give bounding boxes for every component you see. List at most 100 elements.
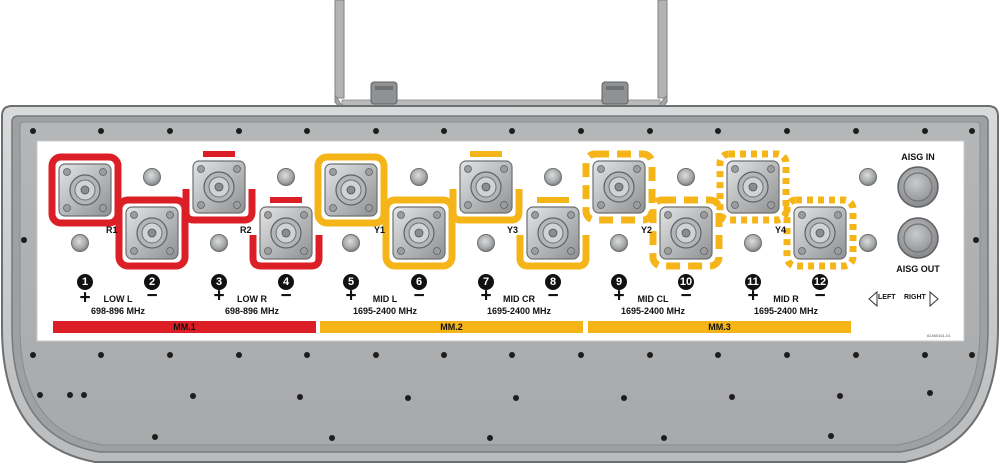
- rim-screw-top-11: [715, 128, 721, 134]
- aisg-out-port[interactable]: [897, 217, 939, 259]
- aisg-in-port[interactable]: [897, 166, 939, 208]
- group-freq-mid-r: 1695-2400 MHz: [753, 306, 819, 316]
- group-name-low-r: LOW R: [237, 294, 267, 304]
- connector-layer: [48, 150, 857, 270]
- port-number-11: 11: [745, 274, 761, 290]
- rf-connector-1[interactable]: [48, 153, 122, 227]
- rf-connector-6[interactable]: [382, 196, 456, 270]
- rf-connector-4[interactable]: [249, 197, 323, 270]
- group-name-mid-l: MID L: [372, 294, 398, 304]
- rim-screw-bottom-8: [509, 352, 515, 358]
- rf-connector-7[interactable]: [449, 151, 523, 224]
- group-name-mid-cr: MID CR: [503, 294, 535, 304]
- port-number-1: 1: [77, 274, 93, 290]
- port-number-2: 2: [144, 274, 160, 290]
- rim-screw-top-13: [853, 128, 859, 134]
- rim-screw-lower-1: [81, 392, 87, 398]
- port-number-9: 9: [611, 274, 627, 290]
- rf-connector-12[interactable]: [783, 196, 857, 270]
- rim-screw-top-10: [647, 128, 653, 134]
- rf-connector-8[interactable]: [516, 197, 590, 270]
- port-number-6: 6: [411, 274, 427, 290]
- group-freq-mid-l: 1695-2400 MHz: [352, 306, 418, 316]
- rim-screw-lower-5: [513, 395, 519, 401]
- polarity-2: −: [146, 285, 158, 307]
- polarity-10: −: [680, 285, 692, 307]
- rim-screw-top-1: [30, 128, 36, 134]
- rim-screw-bottom-11: [715, 352, 721, 358]
- rim-screw-top-4: [236, 128, 242, 134]
- port-number-8: 8: [545, 274, 561, 290]
- rf-connector-9[interactable]: [582, 150, 656, 224]
- connector-label-y3: Y3: [507, 225, 519, 235]
- rim-screw-bottom-4: [236, 352, 242, 358]
- band-bar-mm2: MM.2: [320, 321, 583, 333]
- panel-screw-10: [610, 234, 628, 252]
- connector-label-r2: R2: [240, 225, 252, 235]
- panel-screw-13: [859, 234, 877, 252]
- rim-screw-lower-2: [190, 393, 196, 399]
- rf-connector-10[interactable]: [649, 196, 723, 270]
- rim-screw-lower-9: [927, 390, 933, 396]
- polarity-7: +: [480, 285, 492, 307]
- rim-screw-bottom-9: [578, 352, 584, 358]
- band-label-mm1: MM.1: [173, 322, 196, 332]
- rf-connector-11[interactable]: [716, 150, 790, 224]
- polarity-8: −: [547, 285, 559, 307]
- rim-screw-top-9: [578, 128, 584, 134]
- panel-screw-11: [744, 234, 762, 252]
- port-number-12: 12: [812, 274, 828, 290]
- connector-label-y2: Y2: [641, 225, 653, 235]
- rf-connector-2[interactable]: [115, 196, 189, 270]
- housing-screws: [21, 128, 979, 441]
- panel-screw-12: [859, 168, 877, 186]
- rim-screw-top-2: [98, 128, 104, 134]
- rim-screw-lower-14: [487, 435, 493, 441]
- panel-screw-3: [410, 168, 428, 186]
- port-number-10: 10: [678, 274, 694, 290]
- rim-screw-bottom-15: [969, 352, 975, 358]
- polarity-6: −: [413, 285, 425, 307]
- connector-label-r1: R1: [106, 225, 118, 235]
- rim-screw-bottom-1: [30, 352, 36, 358]
- panel-screw-8: [342, 234, 360, 252]
- rim-screw-lower-10: [67, 392, 73, 398]
- connector-label-y1: Y1: [374, 225, 386, 235]
- mount-fitting-left: [370, 81, 398, 105]
- rim-screw-bottom-14: [922, 352, 928, 358]
- rim-screw-lower-15: [661, 435, 667, 441]
- connector-label-y4: Y4: [775, 225, 787, 235]
- panel-screws: [71, 168, 877, 252]
- right-arrow-icon: [929, 290, 939, 308]
- port-number-3: 3: [211, 274, 227, 290]
- rim-screw-lower-11: [37, 392, 43, 398]
- aisg-in-label: AISG IN: [901, 152, 935, 162]
- polarity-11: +: [747, 285, 759, 307]
- band-bar-mm3: MM.3: [588, 321, 851, 333]
- direction-left-label: LEFT: [878, 294, 896, 301]
- band-label-mm2: MM.2: [440, 322, 463, 332]
- rim-screw-lower-16: [828, 433, 834, 439]
- rim-screw-bottom-12: [784, 352, 790, 358]
- panel-screw-4: [544, 168, 562, 186]
- rim-screw-bottom-7: [441, 352, 447, 358]
- rf-connector-5[interactable]: [314, 153, 388, 227]
- rim-screw-top-6: [373, 128, 379, 134]
- group-freq-mid-cr: 1695-2400 MHz: [486, 306, 552, 316]
- band-label-mm3: MM.3: [708, 322, 731, 332]
- part-number: 61460161-01: [927, 333, 951, 338]
- rim-screw-bottom-6: [373, 352, 379, 358]
- port-number-4: 4: [278, 274, 294, 290]
- panel-screw-7: [210, 234, 228, 252]
- rim-screw-lower-13: [329, 435, 335, 441]
- rim-screw-top-7: [441, 128, 447, 134]
- rim-screw-side-1: [21, 237, 27, 243]
- rim-screw-bottom-10: [647, 352, 653, 358]
- rim-screw-lower-3: [297, 394, 303, 400]
- group-freq-low-r: 698-896 MHz: [224, 306, 280, 316]
- polarity-12: −: [814, 285, 826, 307]
- rim-screw-top-8: [509, 128, 515, 134]
- rim-screw-top-12: [784, 128, 790, 134]
- rf-connector-3[interactable]: [182, 151, 256, 224]
